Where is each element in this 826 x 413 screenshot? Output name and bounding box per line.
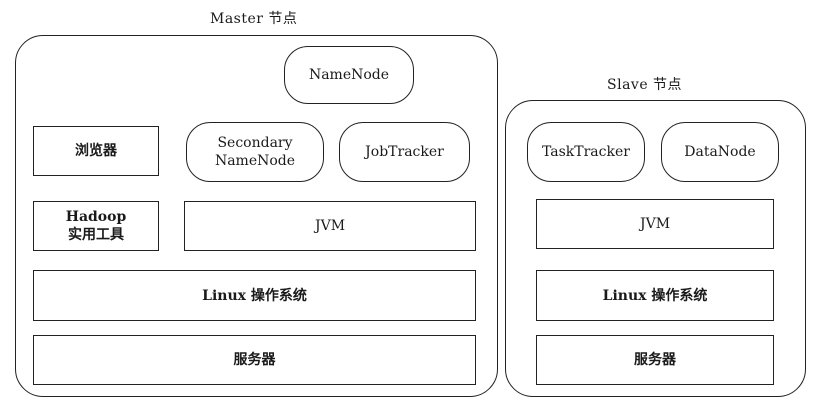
master-secondary-namenode-line2: NameNode (214, 153, 296, 169)
master-jvm-label: JVM (314, 218, 346, 234)
slave-server-label: 服务器 (634, 352, 676, 368)
master-node-container (15, 35, 498, 397)
master-os-box: Linux 操作系统 (33, 270, 476, 321)
master-jvm-box: JVM (184, 201, 476, 251)
slave-os-box: Linux 操作系统 (536, 270, 774, 321)
master-browser-label: 浏览器 (75, 143, 117, 159)
slave-jvm-label: JVM (639, 216, 671, 232)
master-namenode-label: NameNode (308, 67, 390, 83)
slave-jvm-box: JVM (536, 199, 774, 249)
slave-node-container (505, 100, 806, 397)
master-secondary-namenode-line1: Secondary (217, 135, 293, 151)
master-secondary-namenode: Secondary NameNode (186, 122, 324, 182)
master-hadoop-tools-line2: 实用工具 (68, 227, 124, 243)
master-os-label: Linux 操作系统 (202, 287, 307, 304)
master-server-box: 服务器 (33, 335, 476, 385)
master-jobtracker-label: JobTracker (365, 144, 444, 160)
master-hadoop-tools-line1: Hadoop (65, 209, 127, 225)
master-hadoop-tools-box: Hadoop 实用工具 (33, 201, 159, 251)
slave-datanode-label: DataNode (684, 144, 756, 160)
slave-datanode: DataNode (661, 122, 779, 182)
master-jobtracker: JobTracker (339, 122, 470, 182)
master-node-title: Master 节点 (210, 11, 298, 27)
slave-tasktracker-label: TaskTracker (542, 144, 630, 160)
slave-server-box: 服务器 (536, 335, 774, 385)
master-server-label: 服务器 (233, 352, 276, 368)
master-namenode: NameNode (284, 46, 414, 104)
master-browser-box: 浏览器 (33, 126, 159, 176)
slave-os-label: Linux 操作系统 (602, 287, 708, 304)
slave-node-title: Slave 节点 (607, 77, 683, 93)
slave-tasktracker: TaskTracker (527, 122, 645, 182)
